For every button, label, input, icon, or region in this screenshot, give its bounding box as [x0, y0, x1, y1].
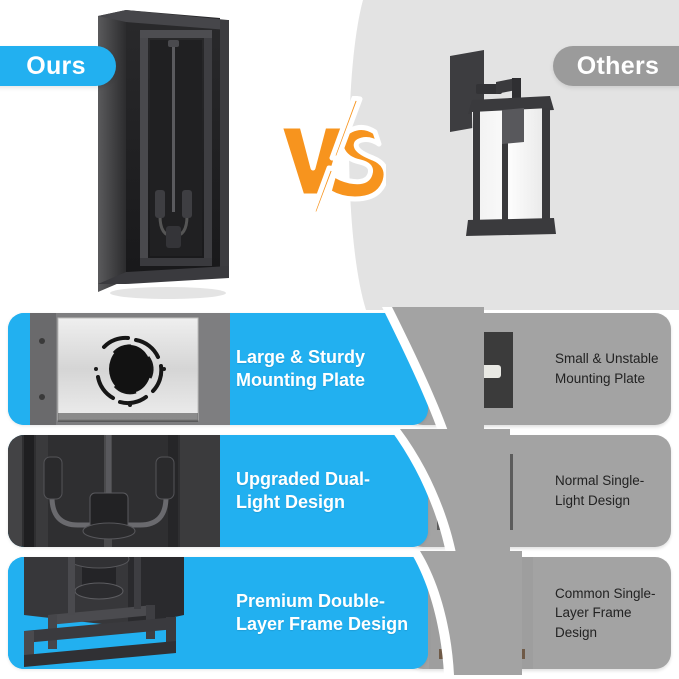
ours-label-2: Upgraded Dual- Light Design: [236, 435, 420, 547]
ours-product-image: [92, 8, 238, 300]
ours-label-2-line1: Upgraded Dual-: [236, 468, 371, 489]
ours-label-2-line2: Light Design: [236, 492, 345, 512]
ours-label-3-line2: Layer Frame Design: [236, 614, 409, 634]
ours-thumb-mounting-plate: [30, 313, 230, 425]
others-card-3: Common Single- Layer Frame Design: [407, 557, 671, 669]
badge-others: Others: [553, 46, 679, 86]
others-label-1-line1: Small & Unstable: [555, 351, 659, 367]
hero-section: Ours Others: [0, 0, 679, 310]
ours-card-1: Large & Sturdy Mounting Plate: [8, 313, 428, 425]
ours-thumb-double-frame: [8, 557, 224, 669]
others-label-3-line1: Common Single-: [555, 585, 656, 601]
comparison-row-2: Normal Single- Light Design: [0, 429, 679, 553]
others-card-2: Normal Single- Light Design: [407, 435, 671, 547]
comparison-row-3: Common Single- Layer Frame Design: [0, 551, 679, 675]
others-label-3: Common Single- Layer Frame Design: [555, 557, 667, 669]
others-card-1: Small & Unstable Mounting Plate: [407, 313, 671, 425]
others-label-3-line2: Layer Frame Design: [555, 605, 632, 640]
ours-card-2: Upgraded Dual- Light Design: [8, 435, 428, 547]
others-label-2-line1: Normal Single-: [555, 473, 645, 489]
others-thumb-single-socket: [437, 454, 513, 530]
ours-card-3: Premium Double- Layer Frame Design: [8, 557, 428, 669]
ours-label-1-line2: Mounting Plate: [236, 370, 365, 390]
others-label-1-line2: Mounting Plate: [555, 371, 646, 386]
others-label-1: Small & Unstable Mounting Plate: [555, 313, 667, 425]
badge-ours-label: Ours: [26, 51, 86, 80]
vs-icon: [276, 95, 389, 221]
others-product-image: [450, 48, 565, 260]
ours-thumb-dual-light: [8, 435, 220, 547]
badge-ours: Ours: [0, 46, 116, 86]
others-label-2-line2: Light Design: [555, 493, 631, 508]
ours-label-3: Premium Double- Layer Frame Design: [236, 557, 420, 669]
ours-label-3-line1: Premium Double-: [236, 590, 386, 611]
ours-label-1-line1: Large & Sturdy: [236, 346, 366, 367]
others-label-2: Normal Single- Light Design: [555, 435, 667, 547]
others-thumb-mounting-plate: [437, 332, 513, 408]
comparison-row-1: Small & Unstable Mounting Plate: [0, 307, 679, 431]
others-thumb-single-frame: [429, 557, 533, 669]
badge-others-label: Others: [576, 51, 660, 80]
ours-label-1: Large & Sturdy Mounting Plate: [236, 313, 420, 425]
